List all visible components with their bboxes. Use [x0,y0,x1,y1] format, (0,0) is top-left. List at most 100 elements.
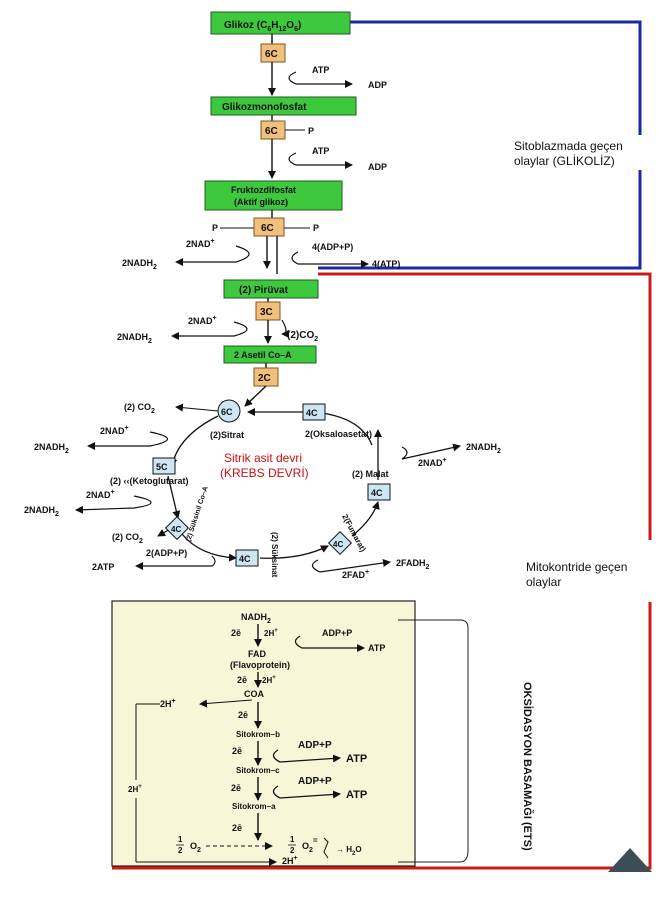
svg-text:6C: 6C [265,49,278,60]
svg-text:(2) ‹‹(Ketoglutarat): (2) ‹‹(Ketoglutarat) [110,476,189,486]
cycle-arc [181,533,237,562]
fructose-box: Fruktozdifosfat (Aktif glikoz) [204,180,343,211]
svg-text:(Flavoprotein): (Flavoprotein) [230,660,290,670]
nad-reduction-1: 2NAD+ 2NADH2 [122,238,250,271]
atp-production-1: 4(ADP+P) 4(ATP) [291,242,400,269]
next-slide-arrow-icon[interactable] [608,848,652,872]
svg-text:(2) Malat: (2) Malat [352,469,389,479]
water-product: → H2O [336,845,362,857]
electron-label: 2ē [231,783,241,793]
svg-text:ATP: ATP [346,753,367,765]
svg-text:NADH2: NADH2 [241,612,271,625]
svg-text:5C: 5C [156,462,168,472]
bottom-proton: 2H+ [282,855,298,866]
succinate-node: 4C (2) Süksinat [235,532,279,578]
svg-text:Sitokrom–b: Sitokrom–b [236,730,280,739]
nad-reduction-3: 2NAD+ 2NADH2 [34,425,169,455]
svg-text:2NADH2: 2NADH2 [122,258,157,271]
svg-text:1: 1 [178,835,183,844]
c6-box-1: 6C [260,43,286,63]
svg-text:4C: 4C [333,540,343,549]
c6-box-2: 6C P [260,120,314,140]
svg-text:4(ATP): 4(ATP) [372,259,400,269]
svg-text:2H+: 2H+ [282,855,298,866]
mitochondria-label-line1: Mitokontride geçen [526,560,628,574]
svg-text:ATP: ATP [312,146,329,156]
svg-text:ADP+P: ADP+P [322,628,352,638]
svg-text:3C: 3C [260,307,273,318]
ets-stage-label: OKSİDASYON BASAMAĞI (ETS) [521,682,533,851]
svg-text:2NAD+: 2NAD+ [418,457,447,468]
svg-text:2NADH2: 2NADH2 [24,505,59,518]
svg-text:ADP: ADP [368,80,387,90]
svg-text:(2) Pirüvat: (2) Pirüvat [239,285,289,296]
svg-text:2: 2 [290,846,295,855]
svg-text:P: P [212,223,218,233]
krebs-label-line1: Sitrik asit devri [224,451,303,465]
svg-text:P: P [308,126,314,136]
electron-label: 2ē [231,628,241,638]
arrow [244,385,267,407]
svg-text:2NAD+: 2NAD+ [100,425,129,436]
glucose-phosphate-box: Glikozmonofosfat [210,96,357,116]
svg-text:4C: 4C [239,554,251,564]
svg-text:Sitokrom–a: Sitokrom–a [232,802,276,811]
nad-reduction-4: 2NADH2 2NAD+ [401,442,501,468]
svg-text:ADP+P: ADP+P [298,740,332,751]
svg-text:ADP+P: ADP+P [298,776,332,787]
fumarate-node: 4C 2(Fumarat) [327,513,368,556]
svg-text:(2) CO2: (2) CO2 [112,532,143,545]
svg-text:6C: 6C [221,407,233,417]
cytochrome-a-node: Sitokrom–a [232,802,276,811]
svg-text:2NAD+: 2NAD+ [188,315,217,326]
svg-text:O2=: O2= [302,836,318,854]
fad-reduction: 2FADH2 2FAD+ [311,558,430,580]
atp-synthesis-2: ADP+P ATP [272,740,367,765]
svg-text:4C: 4C [171,525,181,534]
cycle-arc [169,415,219,467]
svg-text:(2) Süksinil Co–A: (2) Süksinil Co–A [185,486,209,543]
atp-production-2: 2(ADP+P) 2ATP [92,548,216,572]
krebs-label-line2: (KREBS DEVRİ) [220,466,309,480]
svg-text:2ATP: 2ATP [92,562,114,572]
svg-text:2(ADP+P): 2(ADP+P) [146,548,187,558]
c6-box-3: P 6C P [212,217,319,237]
svg-text:2(Oksaloasetat): 2(Oksaloasetat) [305,429,372,439]
svg-text:Fruktozdifosfat: Fruktozdifosfat [231,185,296,195]
svg-text:2 Asetil Co–A: 2 Asetil Co–A [234,350,292,360]
acetyl-coa-box: 2 Asetil Co–A [223,345,317,364]
svg-text:2NAD+: 2NAD+ [186,238,215,249]
svg-text:ATP: ATP [346,789,367,801]
mitochondria-bracket [112,272,652,870]
svg-text:(2) CO2: (2) CO2 [124,402,155,415]
svg-text:ATP: ATP [312,65,329,75]
svg-text:(2)CO2: (2)CO2 [287,330,318,343]
svg-text:4C: 4C [306,408,318,418]
svg-text:2NADH2: 2NADH2 [117,332,152,345]
atp-consumption-1: ATP ADP [288,65,387,90]
atp-synthesis-1: ADP+P ATP [294,628,385,653]
electron-label: 2ē [232,746,242,756]
svg-text:6C: 6C [261,223,274,234]
svg-text:4(ADP+P): 4(ADP+P) [312,242,353,252]
citrate-node: 6C (2)Sitrat [210,399,244,440]
svg-text:(2)Sitrat: (2)Sitrat [210,430,244,440]
oxygen-ion: 1 2 O2= [288,835,329,859]
c3-box: 3C [255,301,281,321]
svg-text:Sitokrom–c: Sitokrom–c [236,766,280,775]
glucose-box: Glikoz (C6H12O6) [210,11,351,35]
cytochrome-b-node: Sitokrom–b [236,730,280,739]
svg-text:2NADH2: 2NADH2 [34,442,69,455]
svg-text:(Aktif glikoz): (Aktif glikoz) [234,197,288,207]
nad-reduction-2: 2NAD+ 2NADH2 [117,315,248,345]
atp-consumption-2: ATP ADP [288,146,387,172]
svg-text:6C: 6C [265,126,278,137]
malate-node: (2) Malat 4C [352,469,391,501]
fad-node: FAD (Flavoprotein) [230,649,290,670]
proton-label: 2H+ [262,675,276,685]
svg-text:FAD: FAD [248,649,267,659]
pyruvate-box: (2) Pirüvat [223,279,319,299]
c2-box: 2C [253,367,279,387]
